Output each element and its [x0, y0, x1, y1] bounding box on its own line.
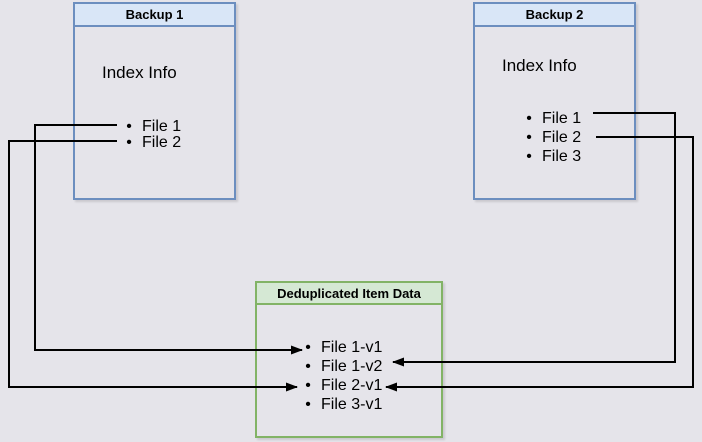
backup1-box: Backup 1 Index Info • File 1 • File 2 [73, 2, 236, 200]
backup2-file2-item: • File 2 [523, 128, 581, 147]
dedup-file1v1-label: File 1-v1 [321, 339, 383, 356]
backup1-file1-label: File 1 [142, 118, 182, 135]
backup2-file2-label: File 2 [542, 129, 582, 146]
bullet-icon: • [526, 148, 532, 165]
bullet-icon: • [526, 110, 532, 127]
backup2-box: Backup 2 Index Info • File 1 • File 2 • … [473, 2, 636, 200]
bullet-icon: • [526, 129, 532, 146]
bullet-icon: • [126, 118, 132, 135]
backup2-title: Backup 2 [525, 7, 584, 22]
backup2-file1-label: File 1 [542, 110, 582, 127]
backup2-file1-item: • File 1 [523, 109, 581, 128]
backup2-file3-label: File 3 [542, 148, 582, 165]
dedup-file3v1-item: • File 3-v1 [302, 395, 382, 414]
backup1-title: Backup 1 [125, 7, 184, 22]
backup2-header: Backup 2 [475, 4, 634, 27]
backup1-header: Backup 1 [75, 4, 234, 27]
backup2-index-info-label: Index Info [502, 56, 577, 75]
dedup-file1v2-label: File 1-v2 [321, 358, 383, 375]
dedup-file2v1-item: • File 2-v1 [302, 376, 382, 395]
backup1-file2-label: File 2 [142, 134, 182, 151]
bullet-icon: • [305, 377, 311, 394]
dedup-title: Deduplicated Item Data [277, 285, 421, 301]
backup1-index-info-label: Index Info [102, 63, 177, 82]
dedup-file3v1-label: File 3-v1 [321, 396, 383, 413]
dedup-file1v2-item: • File 1-v2 [302, 357, 382, 376]
bullet-icon: • [126, 134, 132, 151]
backup2-file3-item: • File 3 [523, 147, 581, 166]
deduplicated-item-data-box: Deduplicated Item Data • File 1-v1 • Fil… [255, 281, 443, 438]
bullet-icon: • [305, 358, 311, 375]
backup1-file1-item: • File 1 [123, 119, 181, 135]
bullet-icon: • [305, 339, 311, 356]
backup1-file2-item: • File 2 [123, 135, 181, 151]
dedup-file2v1-label: File 2-v1 [321, 377, 383, 394]
dedup-file1v1-item: • File 1-v1 [302, 338, 382, 357]
dedup-header: Deduplicated Item Data [257, 283, 441, 305]
bullet-icon: • [305, 396, 311, 413]
